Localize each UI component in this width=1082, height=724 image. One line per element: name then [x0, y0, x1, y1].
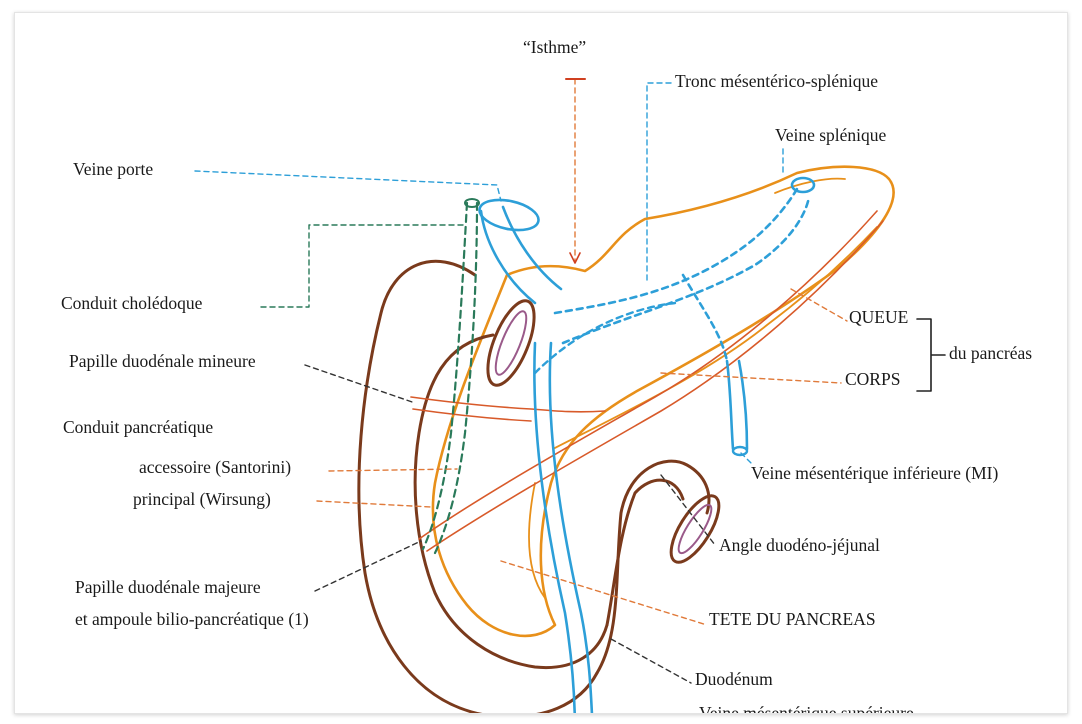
- label-santorini: accessoire (Santorini): [139, 459, 291, 477]
- label-corps: CORPS: [845, 371, 900, 389]
- label-angle-duodeno-jejunal: Angle duodéno-jéjunal: [719, 537, 880, 555]
- label-queue: QUEUE: [849, 309, 908, 327]
- figure-frame: “Isthme” Tronc mésentérico-splénique Vei…: [14, 12, 1068, 714]
- labels-layer: “Isthme” Tronc mésentérico-splénique Vei…: [15, 13, 1068, 714]
- label-papille-majeure: Papille duodénale majeure: [75, 579, 261, 597]
- label-ampoule: et ampoule bilio-pancréatique (1): [75, 611, 309, 629]
- label-wirsung: principal (Wirsung): [133, 491, 271, 509]
- label-du-pancreas: du pancréas: [949, 345, 1032, 363]
- label-conduit-choledoque: Conduit cholédoque: [61, 295, 202, 313]
- label-tronc-mesenterico-splenique: Tronc mésentérico-splénique: [675, 73, 878, 91]
- label-conduit-pancreatique: Conduit pancréatique: [63, 419, 213, 437]
- label-isthme: “Isthme”: [523, 39, 586, 57]
- label-veine-mi: Veine mésentérique inférieure (MI): [751, 465, 998, 483]
- label-tete-du-pancreas: TETE DU PANCREAS: [709, 611, 876, 629]
- label-veine-splenique: Veine splénique: [775, 127, 886, 145]
- label-papille-mineure: Papille duodénale mineure: [69, 353, 256, 371]
- label-duodenum: Duodénum: [695, 671, 773, 689]
- label-veine-porte: Veine porte: [73, 161, 153, 179]
- label-cut-off: Veine mésentérique supérieure: [699, 705, 914, 714]
